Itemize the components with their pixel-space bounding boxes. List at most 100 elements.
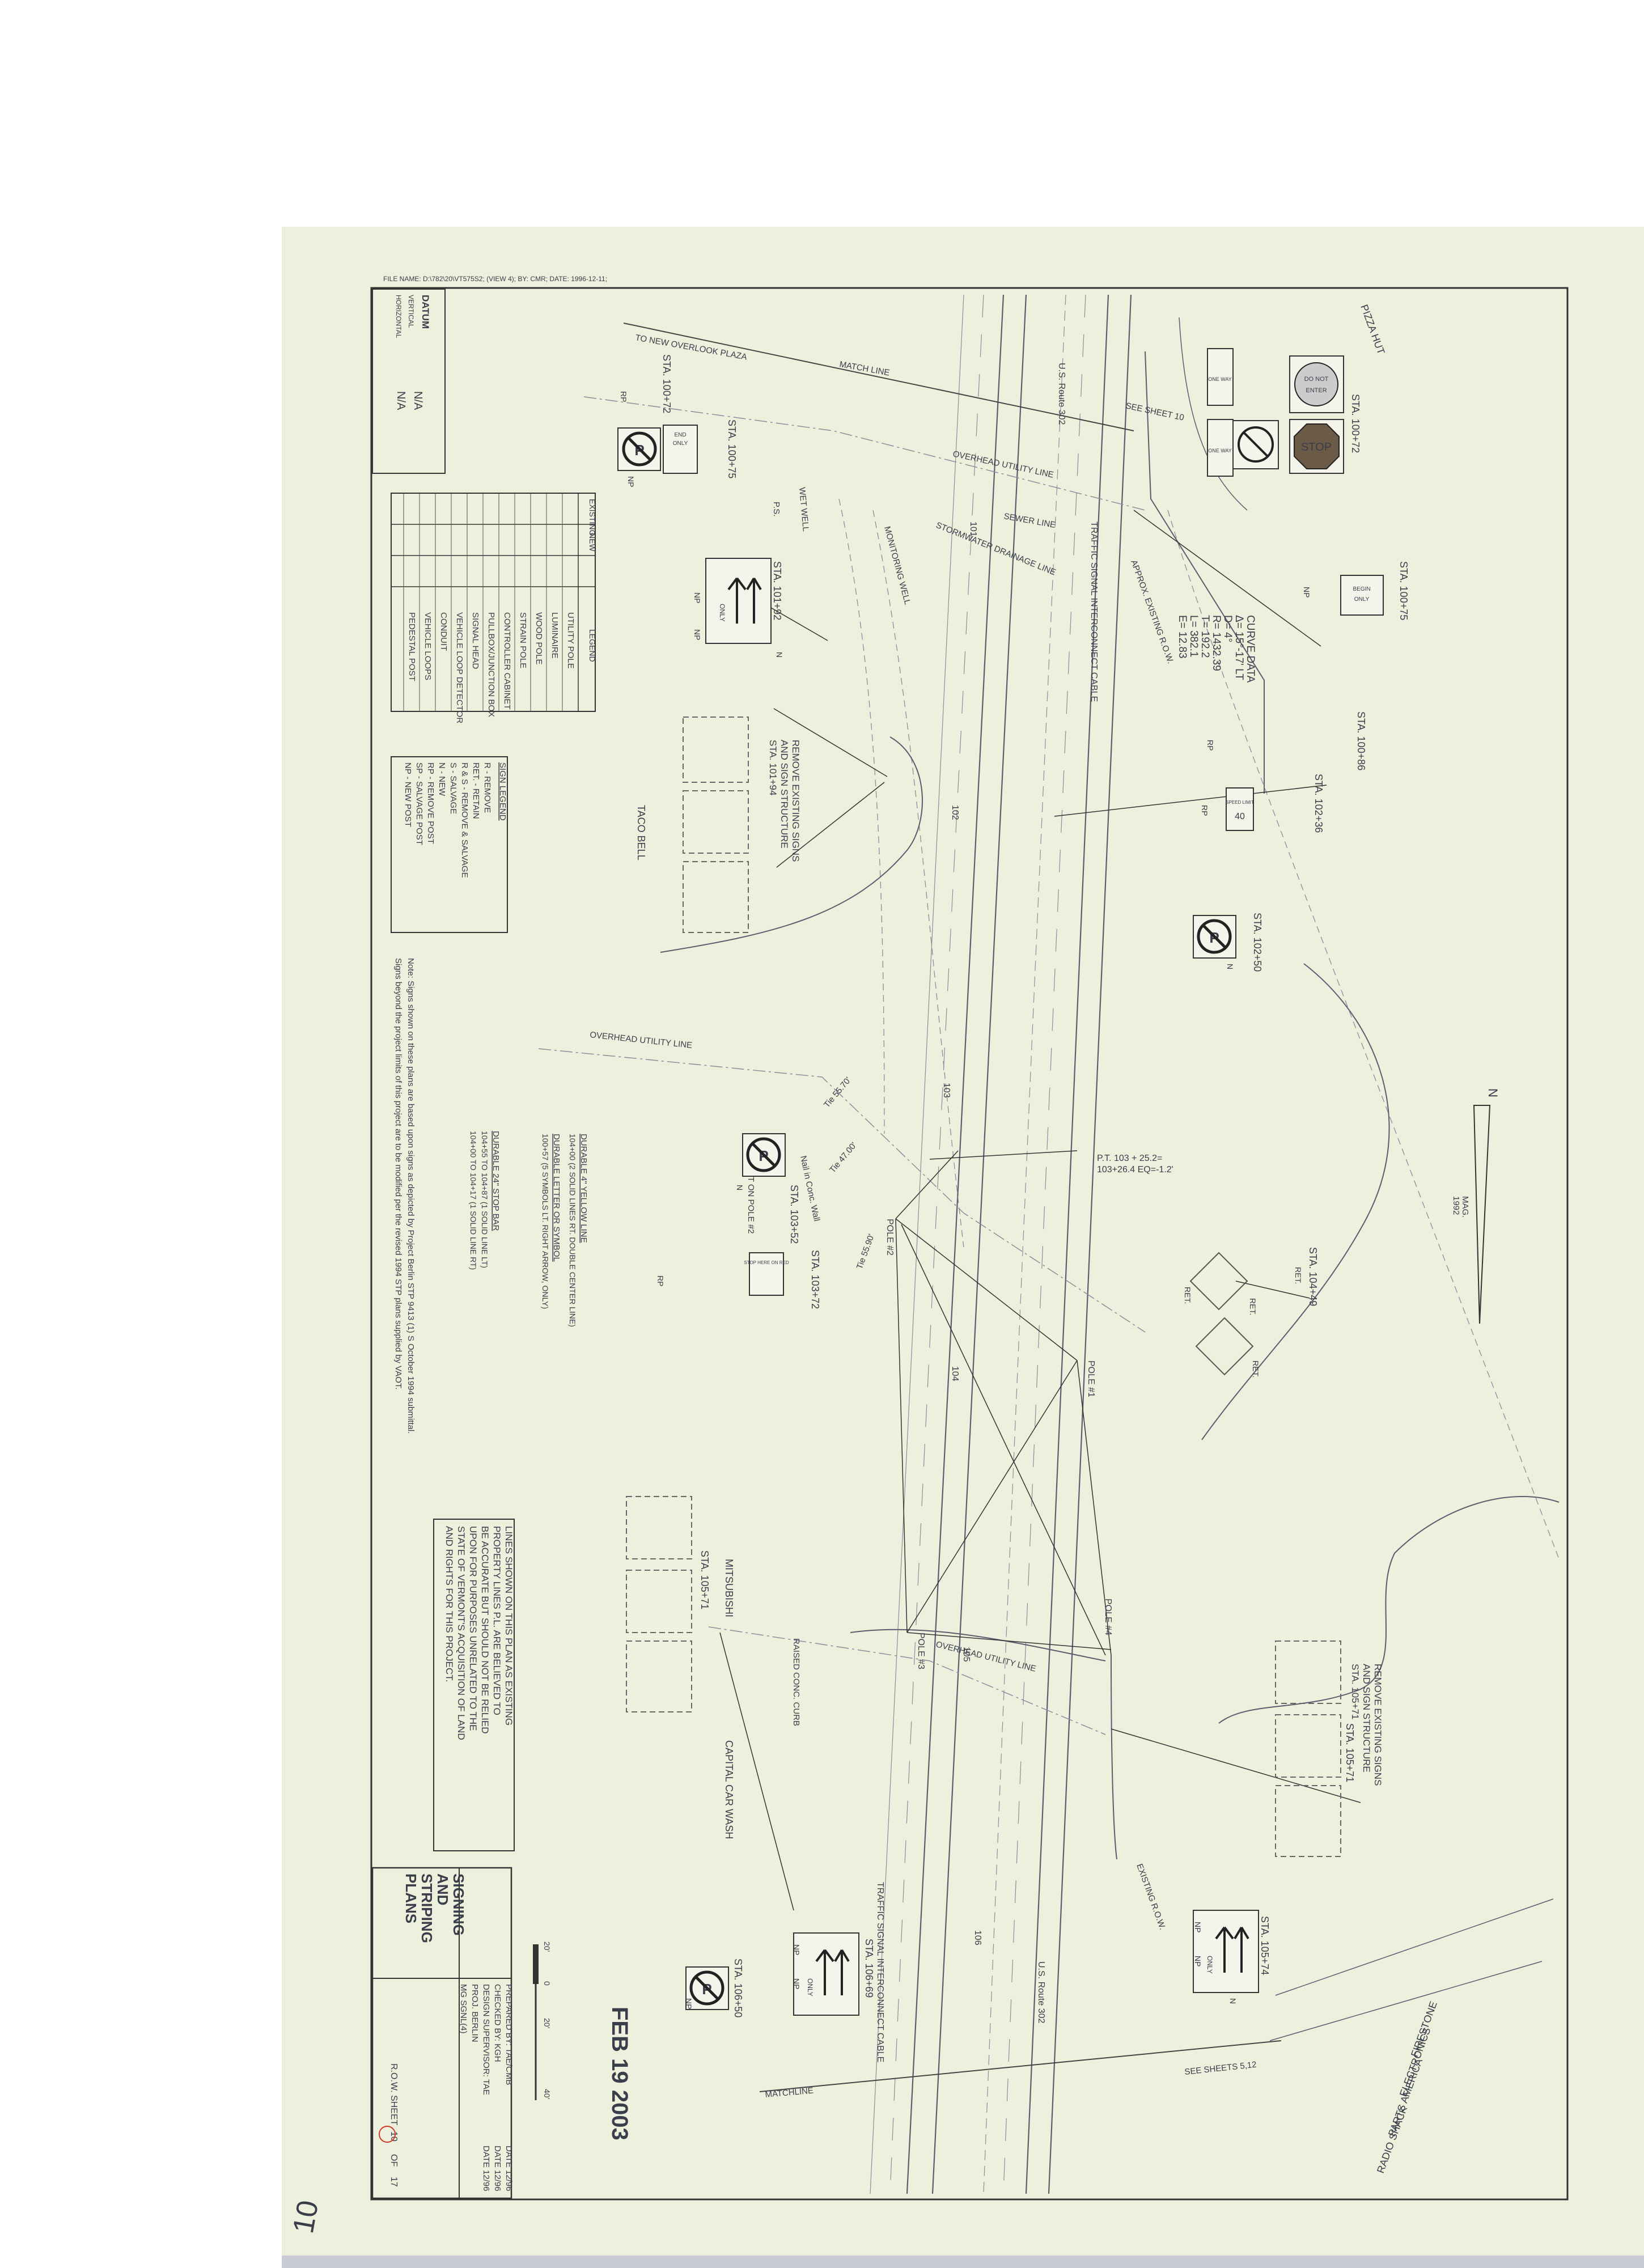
svg-text:R.O.W. SHEET: R.O.W. SHEET [389,2063,399,2126]
svg-text:40': 40' [543,2089,552,2099]
svg-text:END: END [674,432,686,438]
svg-text:RP: RP [1206,740,1215,751]
svg-text:AND SIGN STRUCTURE: AND SIGN STRUCTURE [779,740,790,849]
svg-text:REMOVE EXISTING SIGNS: REMOVE EXISTING SIGNS [1372,1664,1383,1786]
legend-row: PULLBOX/JUNCTION BOX [486,612,496,717]
ret-labels: RET. RET. RET. RET. [1183,1267,1303,1377]
svg-text:AND SIGN STRUCTURE: AND SIGN STRUCTURE [1361,1664,1372,1773]
svg-text:PROJ. BERLIN: PROJ. BERLIN [470,1984,480,2042]
title-block: SIGNING AND STRIPING PLANS PREPARED BY: … [371,1867,514,2199]
svg-text:Nail in Conc. Wall: Nail in Conc. Wall [798,1155,821,1222]
svg-text:NP: NP [1193,1922,1202,1932]
sign-lane-use-2: ONLY [1193,1910,1259,1993]
svg-text:NP: NP [626,476,635,487]
sign-no-parking-2: P [1193,915,1236,959]
svg-text:RP: RP [656,1275,665,1286]
svg-text:STOP HERE ON RED: STOP HERE ON RED [744,1260,789,1265]
svg-text:ONE WAY: ONE WAY [1208,448,1232,453]
legend-row: UTILITY POLE [566,612,575,669]
durable-yellow-1: 104+00 (2 SOLID LINES RT. DOUBLE CENTER … [568,1134,577,1327]
svg-text:OF: OF [389,2154,399,2167]
datum-title: DATUM [420,295,431,329]
svg-text:N: N [1228,1998,1238,2004]
sign-legend-row: R & S - REMOVE & SALVAGE [460,762,469,878]
svg-text:STA. 100+72: STA. 100+72 [1350,394,1361,453]
legend-row: CONTROLLER CABINET [502,612,512,710]
sign-no-turn-upper [1232,420,1279,469]
svg-text:STA. 100+72: STA. 100+72 [661,354,672,413]
svg-text:NP: NP [792,1978,801,1989]
durable-markings-block: DURABLE 4" YELLOW LINE 104+00 (2 SOLID L… [541,1134,588,1327]
svg-text:20': 20' [543,1941,552,1952]
svg-text:102: 102 [950,805,960,820]
svg-text:RP: RP [1200,805,1209,816]
svg-text:105: 105 [961,1647,971,1662]
removed-sign-group-3 [1275,1640,1341,1857]
legend-row: CONDUIT [439,612,448,651]
svg-text:PREPARED BY: TAE/CMB: PREPARED BY: TAE/CMB [504,1984,514,2085]
legend-row: PEDESTAL POST [407,612,417,681]
svg-text:E= 12.83: E= 12.83 [1176,615,1188,659]
svg-text:MATCHLINE: MATCHLINE [765,2086,814,2100]
svg-text:101: 101 [968,522,978,537]
svg-text:SIGNING: SIGNING [450,1873,467,1936]
svg-text:STA. 105+71: STA. 105+71 [1350,1664,1361,1719]
svg-text:P.T. 103 + 25.2=: P.T. 103 + 25.2= [1097,1154,1162,1163]
svg-text:NP: NP [1302,587,1311,597]
svg-text:R= 1432.39: R= 1432.39 [1210,615,1222,671]
svg-text:STA. 103+72: STA. 103+72 [810,1250,821,1309]
sign-legend-row: RP - REMOVE POST [426,762,435,844]
svg-text:DATE 12/96: DATE 12/96 [493,2146,502,2191]
svg-text:NP: NP [684,1998,693,2009]
svg-text:ONLY: ONLY [1206,1956,1214,1974]
svg-text:STA. 104+49: STA. 104+49 [1307,1247,1319,1306]
durable-letter-1: 100+57 (5 SYMBOLS LT. RIGHT ARROW, ONLY) [541,1134,550,1309]
svg-text:DO NOT: DO NOT [1304,376,1329,383]
svg-text:ONLY: ONLY [806,1978,814,1996]
sign-end-upper: END ONLY [663,425,698,474]
svg-text:U.S. Route 302: U.S. Route 302 [1036,1961,1046,2024]
svg-text:RET.: RET. [1183,1287,1192,1304]
sign-one-way-upper: ONE WAY ONE WAY [1207,348,1234,477]
svg-text:POLE #2: POLE #2 [885,1219,895,1256]
svg-text:N: N [775,652,784,658]
property-note-line: AND RIGHTS FOR THIS PROJECT. [444,1526,455,1682]
sign-legend-row: R - REMOVE [482,762,492,813]
station-numbers: 101 102 103 104 105 106 [942,522,982,1945]
svg-text:17: 17 [389,2177,399,2187]
svg-text:L= 382.1: L= 382.1 [1188,615,1200,658]
datum-vertical-value: N/A [412,391,424,410]
svg-text:CURVE DATA: CURVE DATA [1244,615,1256,683]
handwritten-page-number: 10 [287,2198,325,2236]
svg-text:RET.: RET. [1294,1267,1303,1284]
legend-row: VEHICLE LOOP DETECTOR [455,612,464,723]
curve-data: CURVE DATA Δ= 15°-17' LT D= 4° R= 1432.3… [1176,615,1256,683]
scanned-sheet-background [282,227,1644,2256]
station-callouts: STA. 100+72 STA. 100+75 STA. 100+72 STA.… [661,354,1409,2017]
svg-text:RP: RP [619,391,628,402]
sign-legend-row: SP - SALVAGE POST [414,762,424,845]
datum-box: DATUM VERTICAL N/A HORIZONTAL N/A [372,289,446,474]
svg-text:RET.: RET. [1251,1360,1260,1377]
svg-text:ONLY: ONLY [673,440,688,447]
svg-text:Tie 55.90': Tie 55.90' [855,1232,876,1270]
svg-text:ONLY: ONLY [1354,596,1370,603]
sign-do-not-enter: DO NOT ENTER [1289,355,1344,413]
svg-text:ENTER: ENTER [1306,387,1327,394]
svg-text:STA. 105+71: STA. 105+71 [699,1550,710,1609]
sign-lane-use-3: ONLY [793,1932,859,2016]
svg-text:Tie 47.00': Tie 47.00' [828,1141,859,1175]
datum-horizontal-label: HORIZONTAL [395,295,402,338]
sign-legend-row: NP - NEW POST [403,762,413,827]
sign-legend-row: N - NEW [437,762,447,796]
svg-text:APPROX. EXISTING R.O.W.: APPROX. EXISTING R.O.W. [1129,559,1175,665]
remove-note-1: REMOVE EXISTING SIGNS AND SIGN STRUCTURE… [768,740,801,862]
svg-text:103: 103 [942,1083,951,1098]
svg-text:POLE #3: POLE #3 [916,1633,926,1669]
property-note-line: UPON FOR PURPOSES UNRELATED TO THE [468,1526,478,1731]
svg-text:SEE SHEET 10: SEE SHEET 10 [1125,401,1185,422]
svg-text:WET WELL: WET WELL [797,487,811,532]
svg-text:CHECKED BY: KGH: CHECKED BY: KGH [493,1984,502,2062]
svg-text:STA. 101+94: STA. 101+94 [768,740,778,795]
svg-text:STA. 105+74: STA. 105+74 [1259,1916,1270,1975]
